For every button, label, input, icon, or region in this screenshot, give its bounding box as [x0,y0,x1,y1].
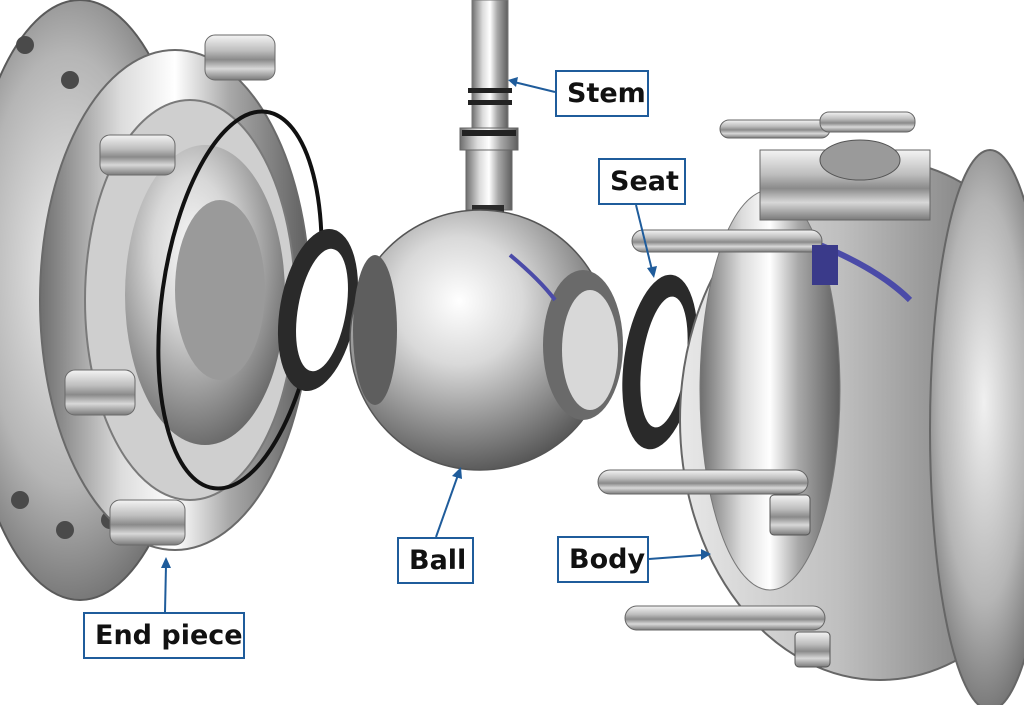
end-piece-leader [164,564,167,613]
end-piece-part [0,0,324,601]
ball-label: Ball [397,537,474,584]
seat-label: Seat [598,158,686,205]
ball-arrowhead [452,467,462,479]
body-part [597,111,1024,705]
body-label: Body [557,536,649,583]
ball-leader [435,474,459,538]
leader-arrows [161,77,711,613]
left-seat-ring [277,228,359,392]
stem-leader [513,81,556,93]
seat-arrowhead [647,266,657,278]
body-leader [648,554,704,560]
ball-part [349,209,623,471]
stem-arrowhead [508,77,518,87]
end-piece-label: End piece [83,612,245,659]
body-arrowhead [701,549,711,560]
stem-part [459,0,519,217]
end-piece-arrowhead [161,557,171,568]
stem-label: Stem [555,70,649,117]
seat-leader [635,204,653,271]
right-seat-ring [622,274,698,450]
